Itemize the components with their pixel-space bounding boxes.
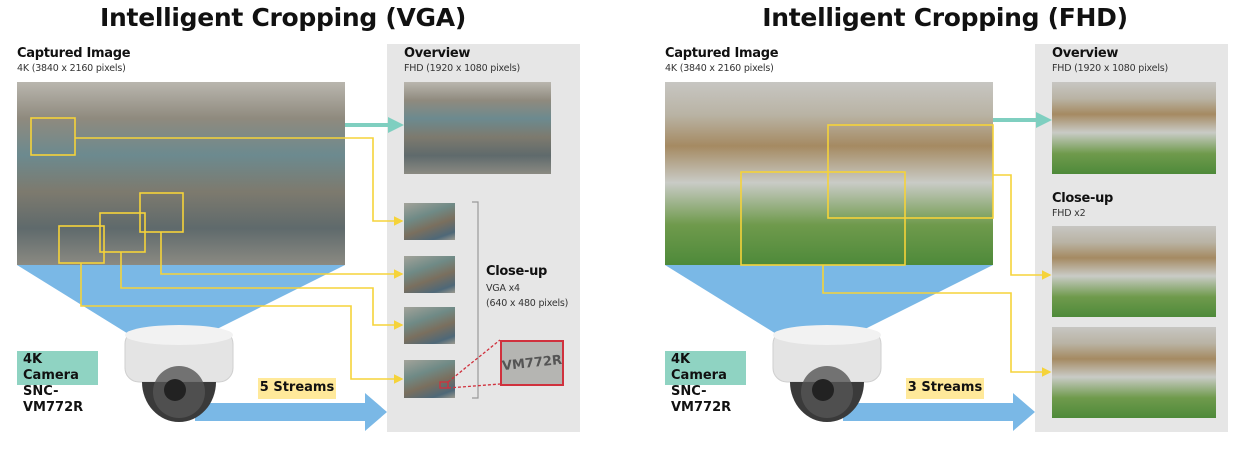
fhd-captured-label: Captured Image xyxy=(665,46,779,61)
vga-crop-box-3 xyxy=(99,212,146,253)
fhd-overview-image xyxy=(1052,82,1216,174)
fhd-camera-view-beam xyxy=(665,265,993,335)
fhd-closeup-image-1 xyxy=(1052,226,1216,317)
vga-closeup-image-1 xyxy=(404,203,455,240)
vga-closeup-label: Close-up xyxy=(486,264,548,279)
fhd-closeup-sub1: FHD x2 xyxy=(1052,208,1086,219)
vga-crop-box-2 xyxy=(139,192,184,233)
vga-crop-box-4 xyxy=(58,225,105,264)
fhd-closeup-image-2 xyxy=(1052,327,1216,418)
plate-zoom-connector xyxy=(439,339,501,389)
fhd-overview-sub: FHD (1920 x 1080 pixels) xyxy=(1052,63,1169,74)
fhd-camera-icon xyxy=(772,325,882,422)
vga-closeup-image-4 xyxy=(404,360,455,398)
vga-captured-sub: 4K (3840 x 2160 pixels) xyxy=(17,63,126,74)
vga-closeup-sub1: VGA x4 xyxy=(486,283,520,294)
fhd-crop-line-2 xyxy=(822,265,1052,377)
fhd-captured-sub: 4K (3840 x 2160 pixels) xyxy=(665,63,774,74)
fhd-closeup-label: Close-up xyxy=(1052,191,1114,206)
fhd-camera-model-tag: 4K Camera SNC-VM772R xyxy=(665,351,746,415)
vga-captured-image xyxy=(17,82,345,265)
license-plate-zoom: VM772R xyxy=(500,340,564,386)
fhd-title: Intelligent Cropping (FHD) xyxy=(762,3,1128,32)
vga-streams-tag: 5 Streams xyxy=(258,378,336,399)
vga-crop-box-1 xyxy=(30,117,76,156)
vga-crop-line-2 xyxy=(160,232,404,279)
vga-crop-line-4 xyxy=(80,263,404,384)
vga-camera-line2: SNC-VM772R xyxy=(23,384,84,415)
vga-captured-label: Captured Image xyxy=(17,46,131,61)
fhd-stream-arrow xyxy=(843,393,1035,431)
vga-camera-view-beam xyxy=(17,265,345,335)
vga-closeup-bracket xyxy=(472,201,479,399)
vga-camera-model-tag: 4K Camera SNC-VM772R xyxy=(17,351,98,415)
vga-camera-icon xyxy=(124,325,234,422)
vga-closeup-sub2: (640 x 480 pixels) xyxy=(486,298,569,309)
fhd-overview-label: Overview xyxy=(1052,46,1119,61)
vga-overview-label: Overview xyxy=(404,46,471,61)
vga-crop-line-1 xyxy=(75,137,404,226)
fhd-camera-line2: SNC-VM772R xyxy=(671,384,732,415)
vga-closeup-image-2 xyxy=(404,256,455,293)
vga-closeup-image-3 xyxy=(404,307,455,344)
vga-overview-image xyxy=(404,82,551,174)
fhd-streams-tag: 3 Streams xyxy=(906,378,984,399)
vga-title: Intelligent Cropping (VGA) xyxy=(100,3,466,32)
fhd-camera-line1: 4K Camera xyxy=(671,352,727,383)
vga-stream-arrow xyxy=(195,393,387,431)
fhd-crop-line-1 xyxy=(993,174,1052,280)
vga-camera-line1: 4K Camera xyxy=(23,352,79,383)
fhd-captured-image xyxy=(665,82,993,265)
vga-crop-line-3 xyxy=(120,252,404,330)
vga-overview-sub: FHD (1920 x 1080 pixels) xyxy=(404,63,521,74)
